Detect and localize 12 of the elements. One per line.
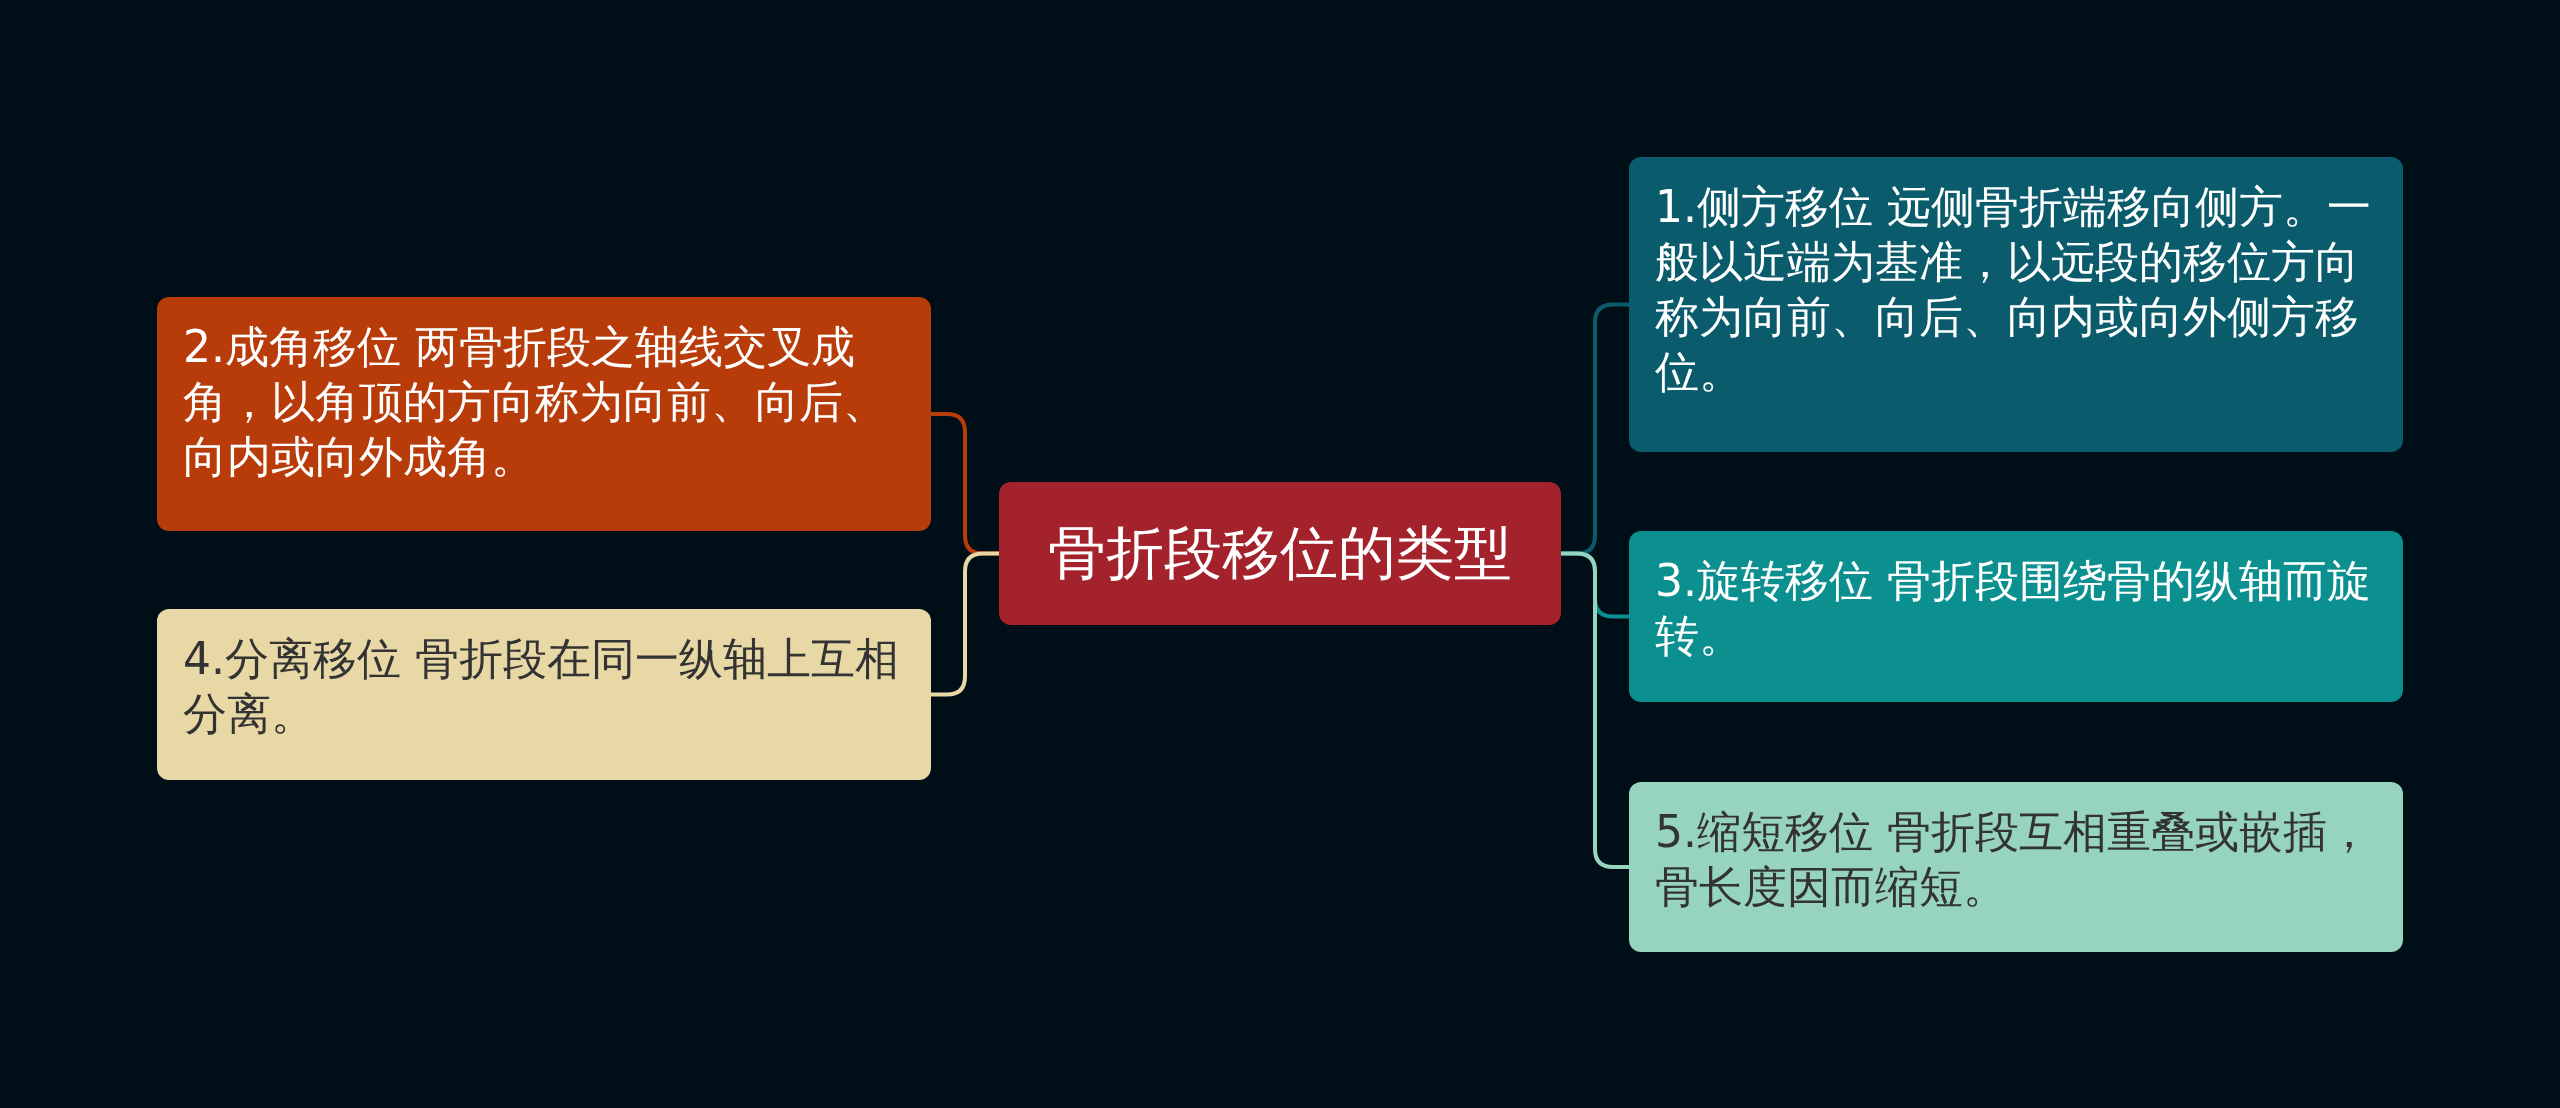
subtopic-box — [1629, 531, 2403, 702]
central-topic-text: 骨折段移位的类型 — [1048, 526, 1512, 581]
central-topic-box — [999, 482, 1561, 625]
subtopic-box — [1629, 157, 2403, 452]
subtopic-box — [157, 609, 931, 780]
subtopic-text: 2.成角移位 两骨折段之轴线交叉成角，以角顶的方向称为向前、向后、向内或向外成角。 — [183, 320, 888, 484]
subtopic-text: 1.侧方移位 远侧骨折端移向侧方。一般以近端为基准，以远段的移位方向称为向前、向后、向内或向外侧方移位。 — [1655, 180, 2372, 399]
subtopic-box — [1629, 782, 2403, 952]
subtopic-box — [157, 297, 931, 531]
subtopic-text: 5.缩短移位 骨折段互相重叠或嵌插，骨长度因而缩短。 — [1655, 805, 2372, 914]
subtopic-text: 3.旋转移位 骨折段围绕骨的纵轴而旋转。 — [1655, 554, 2372, 663]
subtopic-text: 4.分离移位 骨折段在同一纵轴上互相分离。 — [183, 632, 900, 741]
